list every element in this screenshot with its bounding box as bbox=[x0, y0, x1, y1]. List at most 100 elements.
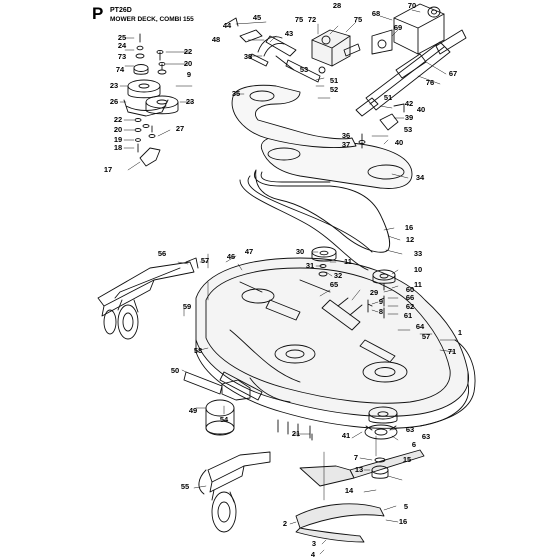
callout-9: 9 bbox=[378, 297, 384, 306]
roller-bracket bbox=[183, 371, 251, 436]
callout-16: 16 bbox=[404, 223, 414, 232]
callout-21: 21 bbox=[291, 429, 301, 438]
callout-58: 58 bbox=[193, 346, 203, 355]
callout-55: 55 bbox=[180, 482, 190, 491]
callout-36: 36 bbox=[341, 131, 351, 140]
callout-3: 3 bbox=[311, 539, 317, 548]
callout-72: 72 bbox=[307, 15, 317, 24]
callout-20: 20 bbox=[113, 125, 123, 134]
front-wheel-assembly-right bbox=[198, 451, 271, 533]
cutting-blade-left bbox=[295, 503, 385, 543]
callout-63: 63 bbox=[421, 432, 431, 441]
callout-13: 13 bbox=[354, 465, 364, 474]
callout-49: 49 bbox=[188, 406, 198, 415]
hardware-right-upper bbox=[358, 103, 405, 149]
callout-76: 76 bbox=[425, 78, 435, 87]
callout-4: 4 bbox=[310, 550, 316, 559]
cutting-blade-right bbox=[299, 449, 425, 487]
pto-bracket bbox=[371, 3, 445, 55]
callout-61: 61 bbox=[403, 311, 413, 320]
callout-52: 52 bbox=[329, 85, 339, 94]
callout-73: 73 bbox=[117, 52, 127, 61]
callout-10: 10 bbox=[413, 265, 423, 274]
callout-46: 46 bbox=[226, 252, 236, 261]
callout-53: 53 bbox=[299, 65, 309, 74]
callout-75: 75 bbox=[353, 15, 363, 24]
callout-38: 38 bbox=[243, 52, 253, 61]
callout-9: 9 bbox=[186, 70, 192, 79]
callout-29: 29 bbox=[369, 288, 379, 297]
callout-47: 47 bbox=[244, 247, 254, 256]
bolt-set-right bbox=[367, 283, 385, 319]
callout-50: 50 bbox=[170, 366, 180, 375]
mower-deck-shell bbox=[195, 257, 476, 429]
callout-22: 22 bbox=[183, 47, 193, 56]
section-letter: P bbox=[92, 4, 104, 23]
callout-68: 68 bbox=[371, 9, 381, 18]
callout-74: 74 bbox=[115, 65, 125, 74]
callout-41: 41 bbox=[341, 431, 351, 440]
callout-70: 70 bbox=[407, 1, 417, 10]
callout-11: 11 bbox=[414, 280, 422, 289]
left-pulley-stack bbox=[123, 45, 179, 117]
callout-22: 22 bbox=[113, 115, 123, 124]
hardware-stack-left bbox=[134, 33, 142, 153]
callout-14: 14 bbox=[344, 486, 354, 495]
drive-belt bbox=[239, 169, 391, 271]
callout-16: 16 bbox=[398, 517, 408, 526]
callout-25: 25 bbox=[117, 33, 127, 42]
assembly-title: MOWER DECK, COMBI 155 bbox=[110, 16, 194, 23]
callout-67: 67 bbox=[448, 69, 458, 78]
callout-27: 27 bbox=[175, 124, 185, 133]
callout-43: 43 bbox=[284, 29, 294, 38]
bolt-set-bottom bbox=[277, 419, 313, 441]
model-number: PT26D bbox=[110, 7, 132, 14]
upper-belt-guard bbox=[231, 84, 357, 148]
callout-34: 34 bbox=[415, 173, 425, 182]
callout-17: 17 bbox=[103, 165, 113, 174]
callout-23: 23 bbox=[109, 81, 119, 90]
callout-53: 53 bbox=[403, 125, 413, 134]
callout-30: 30 bbox=[295, 247, 305, 256]
callout-40: 40 bbox=[394, 138, 404, 147]
callout-2: 2 bbox=[282, 519, 288, 528]
callout-66: 66 bbox=[405, 293, 415, 302]
callout-62: 62 bbox=[405, 302, 415, 311]
callout-28: 28 bbox=[332, 1, 342, 10]
callout-37: 37 bbox=[341, 140, 351, 149]
idler-arm-left bbox=[139, 124, 161, 167]
callout-75: 75 bbox=[294, 15, 304, 24]
callout-56: 56 bbox=[157, 249, 167, 258]
callout-60: 60 bbox=[405, 285, 415, 294]
lift-link-top bbox=[225, 17, 321, 83]
angle-gearbox bbox=[311, 29, 361, 74]
callout-71: 71 bbox=[447, 347, 457, 356]
callout-57: 57 bbox=[200, 256, 210, 265]
callout-7: 7 bbox=[353, 453, 359, 462]
callout-19: 19 bbox=[113, 135, 123, 144]
leader-lines bbox=[119, 9, 457, 555]
callout-24: 24 bbox=[117, 41, 127, 50]
front-wheel-assembly-left bbox=[97, 257, 199, 340]
callout-26: 26 bbox=[109, 97, 119, 106]
callout-65: 65 bbox=[329, 280, 339, 289]
callout-40: 40 bbox=[416, 105, 426, 114]
callout-33: 33 bbox=[413, 249, 423, 258]
callout-20: 20 bbox=[183, 59, 193, 68]
callout-5: 5 bbox=[403, 502, 409, 511]
callout-31: 31 bbox=[305, 261, 315, 270]
callout-8: 8 bbox=[378, 307, 384, 316]
callout-44: 44 bbox=[222, 21, 232, 30]
callout-64: 64 bbox=[415, 322, 425, 331]
callout-63: 63 bbox=[405, 425, 415, 434]
callout-23: 23 bbox=[185, 97, 195, 106]
callout-32: 32 bbox=[333, 271, 343, 280]
drive-shaft bbox=[355, 29, 467, 117]
callout-42: 42 bbox=[404, 99, 414, 108]
callout-35: 35 bbox=[231, 89, 241, 98]
callout-51: 51 bbox=[329, 76, 339, 85]
callout-54: 54 bbox=[219, 415, 229, 424]
callout-39: 39 bbox=[404, 113, 414, 122]
callout-51: 51 bbox=[383, 93, 393, 102]
spindle-stack-right bbox=[364, 269, 398, 479]
